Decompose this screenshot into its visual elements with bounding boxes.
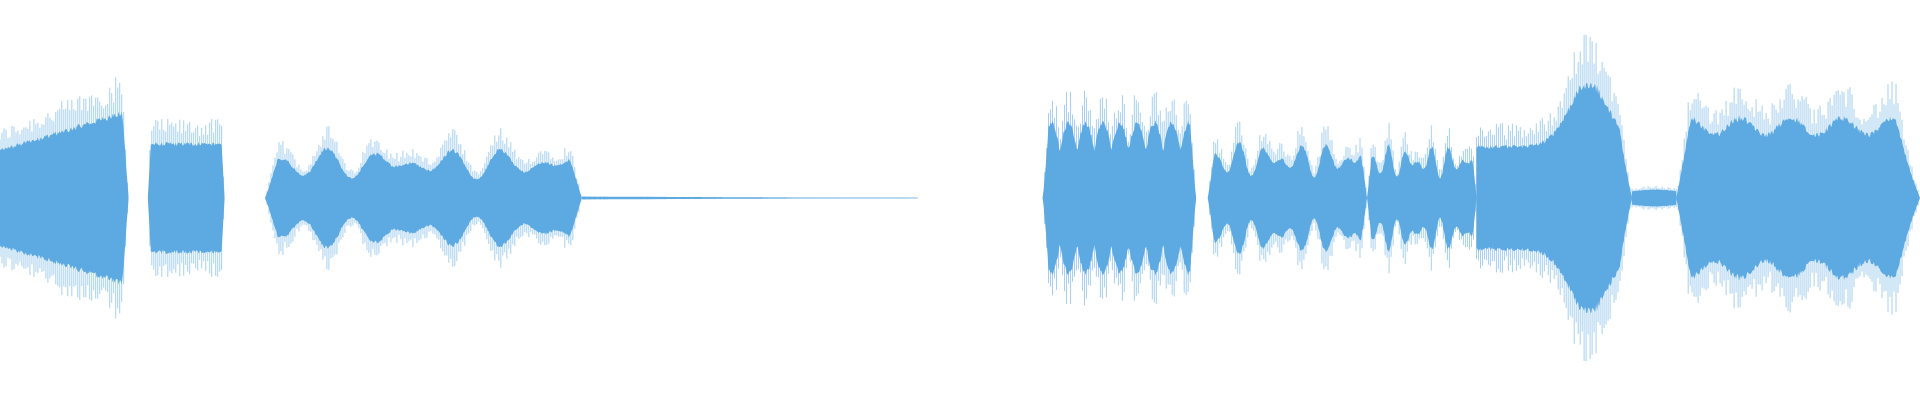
waveform-segment-1 bbox=[0, 77, 129, 319]
waveform-body bbox=[581, 196, 918, 200]
waveform-body bbox=[1042, 120, 1197, 276]
waveform-body bbox=[265, 147, 582, 249]
waveform-body bbox=[1632, 189, 1677, 207]
waveform-body bbox=[1476, 82, 1632, 314]
waveform-segment-3 bbox=[265, 126, 582, 270]
waveform-body bbox=[1676, 115, 1920, 281]
waveform-body bbox=[147, 142, 225, 254]
waveform-segment-2 bbox=[147, 119, 225, 277]
waveform-body bbox=[1367, 143, 1477, 253]
waveform-segment-7 bbox=[1367, 122, 1477, 274]
waveform-body bbox=[0, 111, 129, 285]
waveform-segment-10 bbox=[1676, 81, 1920, 315]
waveform-body bbox=[1207, 141, 1367, 255]
waveform-segment-6 bbox=[1207, 121, 1367, 275]
waveform-segment-9 bbox=[1631, 185, 1677, 211]
waveform-segment-4 bbox=[581, 196, 918, 200]
waveform-segment-5 bbox=[1042, 90, 1197, 306]
waveform-segment-8 bbox=[1476, 34, 1632, 362]
